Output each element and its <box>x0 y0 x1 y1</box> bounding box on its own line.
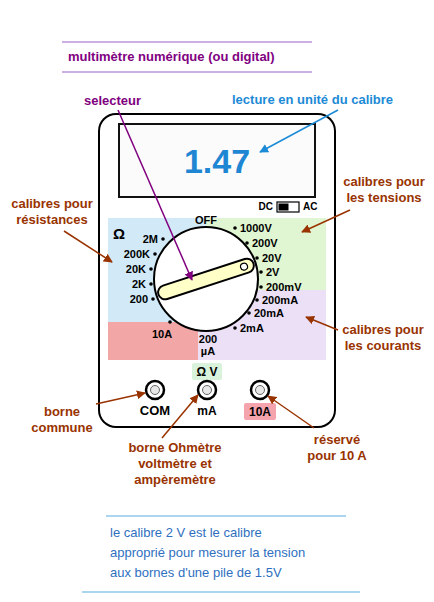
range-label: Ω <box>113 228 125 240</box>
zone-shape <box>198 290 326 360</box>
range-dot <box>153 252 157 256</box>
range-label: 2K <box>132 278 146 290</box>
zone-callout: calibres pour résistances <box>6 196 98 228</box>
diagram-title: multimètre numérique (ou digital) <box>68 49 275 65</box>
range-label: 200 µA <box>196 333 220 357</box>
switch-slider <box>279 204 289 211</box>
panel-label: AC <box>303 201 317 213</box>
selector-bar <box>156 257 255 301</box>
dc-ac-switch <box>277 202 299 212</box>
range-dot <box>233 226 237 230</box>
zone-shape <box>206 218 326 290</box>
terminal-tag: Ω V <box>192 363 223 380</box>
resistance-range-zone: Ω 2M 200K 20K 2K 200 <box>108 218 206 322</box>
range-label: 2mA <box>240 322 264 334</box>
current-range-zone: 200mA20mA 2mA 200 µA <box>198 290 326 360</box>
terminal-label: Ω V <box>197 366 218 378</box>
leader-arrow <box>96 393 145 404</box>
zone-shape <box>108 218 206 322</box>
leader-arrow <box>268 396 314 428</box>
panel-label: mA <box>197 405 216 417</box>
title-rule <box>62 41 312 42</box>
terminal-label: 10A <box>249 406 271 418</box>
title-rule <box>62 71 312 72</box>
range-label: 2M <box>143 233 158 245</box>
rotary-dial <box>154 227 258 331</box>
range-label: 200mV <box>266 281 301 293</box>
terminal-jack <box>251 381 269 399</box>
display-callout: lecture en unité du calibre <box>232 92 393 108</box>
zone-shape <box>108 322 198 360</box>
range-label: 200K <box>124 248 150 260</box>
range-dot <box>149 282 153 286</box>
leader-arrow <box>162 395 198 438</box>
terminal-callout: borne commune <box>24 404 100 436</box>
display-reading: 1.47 <box>184 143 250 179</box>
selector-callout: selecteur <box>84 93 141 109</box>
range-dots <box>149 226 263 330</box>
jack-ring <box>198 381 216 399</box>
range-label: 20K <box>126 263 146 275</box>
range-label: 200 <box>130 293 148 305</box>
range-dot <box>259 270 263 274</box>
leader-arrow <box>118 110 192 280</box>
jack-hole <box>151 386 160 395</box>
caption-rule <box>106 515 346 516</box>
terminal-tag: 10A <box>244 403 276 420</box>
zone-callout: calibres pour les courants <box>336 322 430 354</box>
jack-ring <box>146 381 164 399</box>
terminal-callout: réservé pour 10 A <box>303 432 371 464</box>
voltage-range-zone: 1000V 200V 20V 2V 200mV <box>206 218 326 290</box>
diagram-caption: le calibre 2 V est le calibre approprié … <box>110 523 313 583</box>
range-label: 10A <box>152 328 172 340</box>
multimeter-body: OFF DC AC COM mA 1.47Ω 2M 200K 20K 2K 200 1000V 200V… <box>100 115 334 426</box>
selector-mark <box>240 262 249 271</box>
panel-label: COM <box>140 405 170 417</box>
range-label: 2V <box>266 266 279 278</box>
panel-label: DC <box>259 201 273 213</box>
range-dot <box>255 256 259 260</box>
caption-rule <box>82 591 360 592</box>
jack-ring <box>251 381 269 399</box>
range-dot <box>245 241 249 245</box>
jack-hole <box>256 386 265 395</box>
display-screen: 1.47 <box>120 125 314 196</box>
range-dot <box>168 320 172 324</box>
ten-amp-zone: 10A <box>108 322 198 360</box>
range-label: 1000V <box>240 222 272 234</box>
range-label: 200mA <box>262 294 298 306</box>
jack-hole <box>203 386 212 395</box>
terminal-jack <box>146 381 164 399</box>
range-dot <box>247 311 251 315</box>
leader-arrow <box>260 110 338 152</box>
range-dot <box>255 298 259 302</box>
leader-lines <box>64 110 350 438</box>
leader-arrow <box>302 210 350 232</box>
panel-label: OFF <box>195 214 217 226</box>
range-dot <box>161 237 165 241</box>
range-label: 200V <box>252 237 278 249</box>
range-dot <box>149 267 153 271</box>
range-dot <box>233 326 237 330</box>
leader-arrow <box>306 317 338 330</box>
range-label: 20V <box>262 252 282 264</box>
terminal-callout: borne Ohmètre voltmètre et ampèremètre <box>102 440 248 488</box>
zone-fill <box>108 322 198 360</box>
terminal-jack <box>198 381 216 399</box>
leader-arrow <box>64 231 112 262</box>
range-label: 20mA <box>254 307 284 319</box>
range-dot <box>151 297 155 301</box>
zone-callout: calibres pour les tensions <box>338 174 430 206</box>
range-dot <box>259 285 263 289</box>
selector-knob <box>156 257 255 301</box>
